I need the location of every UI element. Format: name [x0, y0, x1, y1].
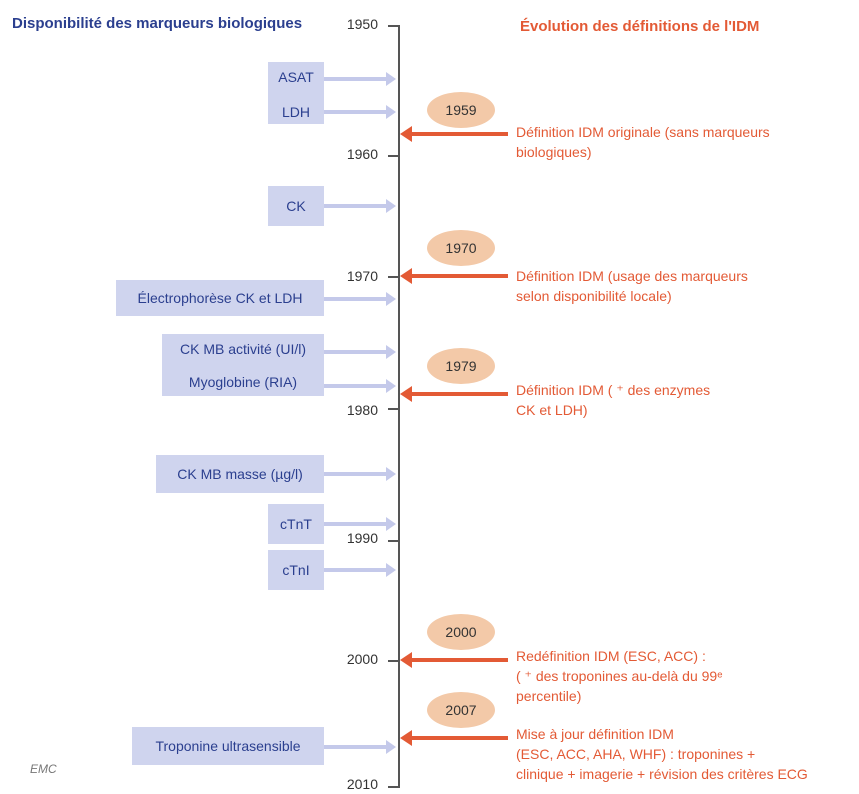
- year-label-1990: 1990: [346, 530, 378, 546]
- marker-arrow: [324, 345, 396, 359]
- year-label-1980: 1980: [346, 402, 378, 418]
- marker-arrow: [324, 105, 396, 119]
- tick-1980: [388, 408, 398, 410]
- year-oval-2000: 2000: [427, 614, 495, 650]
- marker-ldh: LDH: [281, 104, 310, 120]
- marker-arrow: [324, 199, 396, 213]
- year-label-2000: 2000: [346, 651, 378, 667]
- year-label-2010: 2010: [346, 776, 378, 792]
- year-oval-1970: 1970: [427, 230, 495, 266]
- year-oval-2007: 2007: [427, 692, 495, 728]
- timeline-axis: [398, 25, 400, 788]
- marker-arrow: [324, 517, 396, 531]
- emc-logo: EMC: [30, 762, 57, 776]
- marker-arrow: [324, 72, 396, 86]
- definition-arrow: [400, 652, 508, 668]
- marker-arrow: [324, 292, 396, 306]
- definition-text-2000: Redéfinition IDM (ESC, ACC) : ( ⁺ des tr…: [516, 648, 723, 704]
- marker-ctnt: cTnT: [268, 504, 324, 544]
- tick-1970: [388, 276, 398, 278]
- definition-arrow: [400, 126, 508, 142]
- left-title: Disponibilité des marqueurs biologiques: [12, 15, 303, 32]
- tick-1990: [388, 540, 398, 542]
- definition-text-2007: Mise à jour définition IDM (ESC, ACC, AH…: [516, 726, 808, 782]
- definition-text-1970: Définition IDM (usage des marqueurs selo…: [516, 268, 748, 304]
- marker-arrow: [324, 379, 396, 393]
- tick-1960: [388, 155, 398, 157]
- definition-text-1959: Définition IDM originale (sans marqueurs…: [516, 124, 770, 160]
- year-label-1970: 1970: [346, 268, 378, 284]
- marker-electrophoresis: Électrophorèse CK et LDH: [116, 280, 324, 316]
- definition-arrow: [400, 386, 508, 402]
- tick-2000: [388, 660, 398, 662]
- marker-hs-troponin: Troponine ultrasensible: [132, 727, 324, 765]
- marker-ckmb-mass: CK MB masse (µg/l): [156, 455, 324, 493]
- marker-ctni: cTnI: [268, 550, 324, 590]
- tick-1950: [388, 25, 398, 27]
- year-oval-1959: 1959: [427, 92, 495, 128]
- marker-arrow: [324, 740, 396, 754]
- marker-arrow: [324, 563, 396, 577]
- year-oval-1979: 1979: [427, 348, 495, 384]
- marker-ck: CK: [268, 186, 324, 226]
- tick-2010: [388, 786, 398, 788]
- marker-box-ckmb-myo: [162, 334, 324, 396]
- right-title: Évolution des définitions de l'IDM: [520, 18, 760, 35]
- year-label-1960: 1960: [346, 146, 378, 162]
- definition-arrow: [400, 268, 508, 284]
- marker-box-asat-ldh: [268, 62, 324, 124]
- definition-text-1979: Définition IDM ( ⁺ des enzymes CK et LDH…: [516, 382, 711, 418]
- year-label-1950: 1950: [346, 16, 378, 32]
- marker-asat: ASAT: [278, 69, 314, 85]
- marker-ckmb-activity: CK MB activité (UI/l): [179, 341, 306, 357]
- marker-arrow: [324, 467, 396, 481]
- definition-arrow: [400, 730, 508, 746]
- marker-myoglobin: Myoglobine (RIA): [188, 374, 298, 390]
